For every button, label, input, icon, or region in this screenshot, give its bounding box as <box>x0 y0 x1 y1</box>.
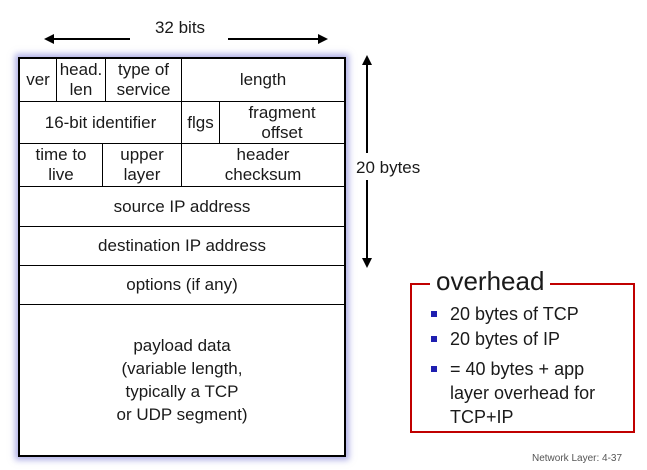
width-arrow-right-head <box>318 34 328 44</box>
width-arrow-left-head <box>44 34 54 44</box>
upper-layer-label-1: upper <box>120 145 164 164</box>
overhead-item-2: 20 bytes of IP <box>450 329 561 349</box>
head-len-label-1: head. <box>59 60 103 79</box>
slide-footer: Network Layer: 4-37 <box>532 453 623 464</box>
checksum-label-2: checksum <box>224 165 302 184</box>
payload-line-4: or UDP segment) <box>116 405 248 424</box>
height-arrow-down-head <box>362 258 372 268</box>
ver-label: ver <box>26 70 50 89</box>
tos-field: type of service <box>106 59 182 102</box>
identifier-label: 16-bit identifier <box>44 112 157 132</box>
overhead-item-3-line-2: layer overhead for <box>450 383 596 403</box>
height-arrow-line-bottom <box>366 180 368 260</box>
head-len-field: head. len <box>57 59 106 102</box>
tos-label-2: service <box>116 80 171 99</box>
overhead-bullet-2 <box>431 336 437 342</box>
overhead-title: overhead <box>430 266 551 296</box>
overhead-bullet-3 <box>431 366 437 372</box>
height-arrow-up-head <box>362 55 372 65</box>
payload-field: payload data (variable length, typically… <box>20 305 344 455</box>
options-label: options (if any) <box>126 275 238 294</box>
ver-field: ver <box>20 59 57 102</box>
width-arrow-right-line <box>228 38 320 40</box>
payload-line-1: payload data <box>133 336 231 355</box>
ttl-label-1: time to <box>35 145 87 164</box>
dest-ip-label: destination IP address <box>98 236 266 255</box>
ttl-label-2: live <box>48 165 74 184</box>
payload-line-3: typically a TCP <box>125 382 239 401</box>
checksum-label-1: header <box>236 145 290 164</box>
overhead-item-1: 20 bytes of TCP <box>450 304 579 324</box>
source-ip-field: source IP address <box>20 187 344 227</box>
dest-ip-field: destination IP address <box>20 227 344 266</box>
source-ip-label: source IP address <box>113 196 251 216</box>
datagram-frame: ver head. len type of service length 16-… <box>18 57 346 457</box>
width-label: 32 bits <box>154 18 206 37</box>
overhead-item-3-line-3: TCP+IP <box>450 407 514 427</box>
flags-label: flgs <box>187 112 214 132</box>
fragment-offset-field: fragment offset <box>220 102 344 144</box>
fragment-offset-label-1: fragment <box>248 102 316 122</box>
length-label: length <box>239 70 287 89</box>
length-field: length <box>182 59 344 102</box>
ttl-field: time to live <box>20 144 103 187</box>
options-field: options (if any) <box>20 266 344 305</box>
checksum-field: header checksum <box>182 144 344 187</box>
overhead-item-3-line-1: = 40 bytes + app <box>450 359 585 379</box>
upper-layer-label-2: layer <box>123 165 161 184</box>
overhead-bullet-1 <box>431 311 437 317</box>
head-len-label-2: len <box>69 80 93 99</box>
upper-layer-field: upper layer <box>103 144 182 187</box>
fragment-offset-label-2: offset <box>261 122 303 142</box>
height-arrow-line-top <box>366 63 368 153</box>
width-arrow-left-line <box>52 38 130 40</box>
identifier-field: 16-bit identifier <box>20 102 182 144</box>
flags-field: flgs <box>182 102 220 144</box>
height-label: 20 bytes <box>356 158 421 177</box>
payload-line-2: (variable length, <box>121 359 243 378</box>
tos-label-1: type of <box>117 60 170 79</box>
